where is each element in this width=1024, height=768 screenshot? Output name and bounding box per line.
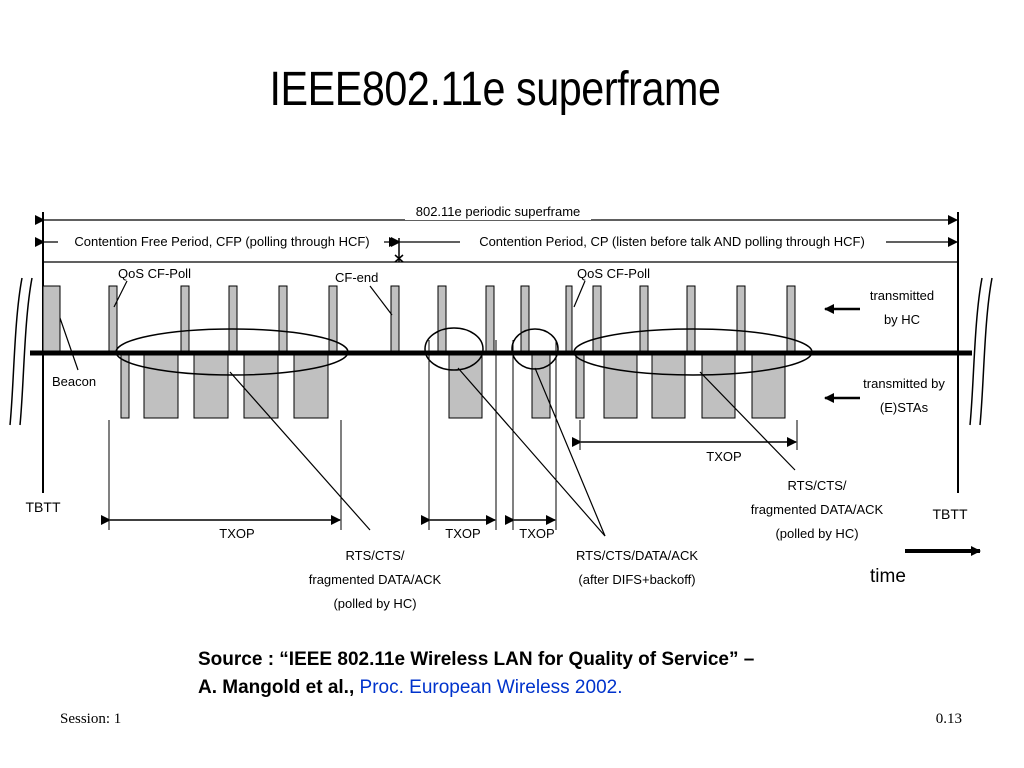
footer-session: Session: 1 [60,711,122,727]
txop-group-ellipse [573,328,813,376]
qos-cf-poll-label-left: QoS CF-Poll [118,266,191,281]
sta-frame [603,353,638,419]
note-right-line3: (polled by HC) [775,526,858,541]
source-venue-link[interactable]: Proc. European Wireless 2002. [359,677,623,698]
right-break-mark [969,277,993,426]
cf-end-marker [394,254,404,263]
note-right-line1: RTS/CTS/ [788,478,847,493]
txop-label-1: TXOP [219,526,254,541]
tbtt-label-right: TBTT [933,506,968,522]
hc-poll-frame [592,285,602,353]
sta-frame [293,353,329,419]
sta-frame [531,353,551,419]
source-line2: A. Mangold et al., Proc. European Wirele… [198,674,998,702]
superframe-label: 802.11e periodic superframe [416,204,581,219]
slide-title: IEEE802.11e superframe [269,63,721,116]
cf-end-frame [390,285,400,353]
cp-frame [437,285,447,353]
hc-poll-frame [565,285,573,353]
left-break-mark [9,277,33,426]
pointer-line [573,280,586,308]
sta-frame [651,353,686,419]
note-left-line3: (polled by HC) [333,596,416,611]
transmitted-by-stas-label-line1: transmitted by [863,376,945,391]
transmitted-by-hc-label-line2: by HC [884,312,920,327]
note-pointer-line [534,367,606,537]
note-middle-line1: RTS/CTS/DATA/ACK [576,548,698,563]
hc-poll-frame [228,285,238,353]
hc-poll-frame [108,285,118,353]
hc-poll-frame [278,285,288,353]
cp-frame [520,285,530,353]
footer-page-number: 0.13 [935,711,962,727]
sta-frame [701,353,736,419]
sta-frame [448,353,483,419]
superframe-diagram: 802.11e periodic superframe Contention F… [9,204,993,611]
note-pointer-line [699,371,796,471]
sta-frame [143,353,179,419]
sta-frame [120,353,130,419]
source-line1: Source : “IEEE 802.11e Wireless LAN for … [198,649,755,670]
note-middle-line2: (after DIFS+backoff) [578,572,695,587]
hc-poll-frame [639,285,649,353]
pointer-line [59,317,79,371]
txop-label-4: TXOP [706,449,741,464]
beacon-frame [42,285,61,353]
txop-label-3: TXOP [519,526,554,541]
txop-label-2: TXOP [445,526,480,541]
cfp-label: Contention Free Period, CFP (polling thr… [74,234,369,249]
pointer-line [369,285,393,316]
sta-frame [575,353,585,419]
hc-poll-frame [686,285,696,353]
sta-frame [751,353,786,419]
hc-poll-frame [786,285,796,353]
qos-cf-poll-label-right: QoS CF-Poll [577,266,650,281]
note-left-line2: fragmented DATA/ACK [309,572,442,587]
note-pointer-line [229,371,371,531]
pointer-line [113,280,128,308]
beacon-label: Beacon [52,374,96,389]
cf-end-label: CF-end [335,270,378,285]
tbtt-label-left: TBTT [26,499,61,515]
note-right-line2: fragmented DATA/ACK [751,502,884,517]
source-authors: A. Mangold et al., [198,677,355,698]
sta-frame [193,353,229,419]
note-pointer-line [457,367,606,537]
sta-frame [243,353,279,419]
source-citation: Source : “IEEE 802.11e Wireless LAN for … [198,646,998,702]
note-left-line1: RTS/CTS/ [346,548,405,563]
time-label: time [870,566,906,587]
cp-frame [485,285,495,353]
hc-poll-frame [180,285,190,353]
txop-group-ellipse [424,327,484,371]
transmitted-by-hc-label-line1: transmitted [870,288,934,303]
transmitted-by-stas-label-line2: (E)STAs [880,400,929,415]
cp-label: Contention Period, CP (listen before tal… [479,234,865,249]
hc-poll-frame [736,285,746,353]
